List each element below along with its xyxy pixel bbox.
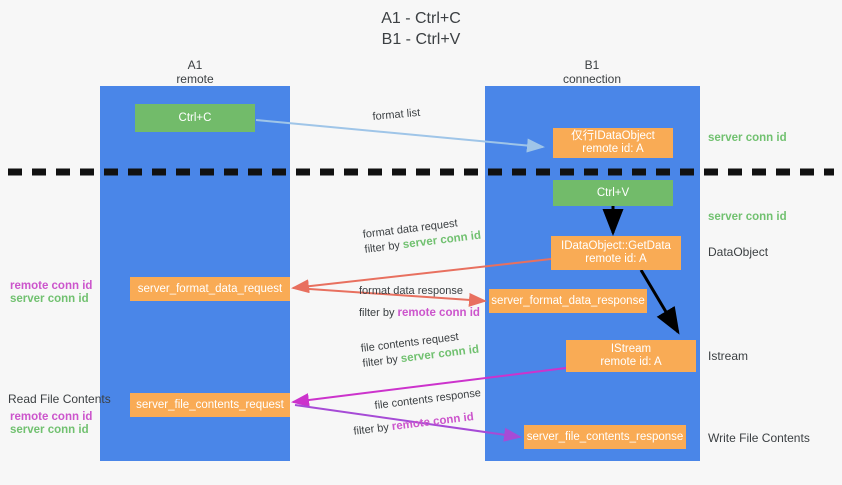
node-server-format-data-request[interactable]: server_format_data_request <box>130 277 290 301</box>
label-server-conn-id-top: server conn id <box>708 132 787 144</box>
label-remote-conn-id-2: remote conn id <box>10 411 93 423</box>
node-idataobject-getdata[interactable]: IDataObject::GetData remote id: A <box>551 236 681 270</box>
label-write-file-contents: Write File Contents <box>708 431 810 445</box>
edge-label-format-data-response-line2: filter by remote conn id <box>359 307 480 319</box>
label-remote-conn-id-1: remote conn id <box>10 280 93 292</box>
edge-label-format-list-line1: format list <box>372 106 421 123</box>
lane-header-b1: B1 connection <box>562 58 622 86</box>
label-server-conn-id-mid: server conn id <box>708 211 787 223</box>
node-ctrl-v[interactable]: Ctrl+V <box>553 180 673 206</box>
node-server-file-contents-response[interactable]: server_file_contents_response <box>524 425 686 449</box>
lane-header-a1: A1 remote <box>176 58 214 86</box>
node-server-file-contents-request[interactable]: server_file_contents_request <box>130 393 290 417</box>
label-istream: Istream <box>708 349 749 363</box>
page-title: A1 - Ctrl+C B1 - Ctrl+V <box>381 10 461 48</box>
edge-label-format-data-request: format data request filter by server con… <box>362 214 482 258</box>
label-server-conn-id-1: server conn id <box>10 293 89 305</box>
label-read-file-contents: Read File Contents <box>8 392 111 406</box>
node-server-format-data-response[interactable]: server_format_data_response <box>489 289 647 313</box>
edge-label-file-contents-request: file contents request filter by server c… <box>360 328 480 372</box>
node-istream[interactable]: IStream remote id: A <box>566 340 696 372</box>
label-server-conn-id-2: server conn id <box>10 424 89 436</box>
edge-label-file-contents-response-line2: filter by remote conn id <box>352 411 475 438</box>
node-ctrl-c[interactable]: Ctrl+C <box>135 104 255 132</box>
edge-label-file-contents-response-line1: file contents response <box>373 387 482 412</box>
edge-label-format-data-response-line1: format data response <box>359 285 463 297</box>
edge-label-format-data-response: format data response filter by remote co… <box>359 284 480 321</box>
edge-label-file-contents-response: file contents response filter by remote … <box>350 386 485 440</box>
node-idataobject[interactable]: 仅行IDataObject remote id: A <box>553 128 673 158</box>
edge-label-format-list: format list <box>372 106 421 125</box>
label-dataobject: DataObject <box>708 245 769 259</box>
